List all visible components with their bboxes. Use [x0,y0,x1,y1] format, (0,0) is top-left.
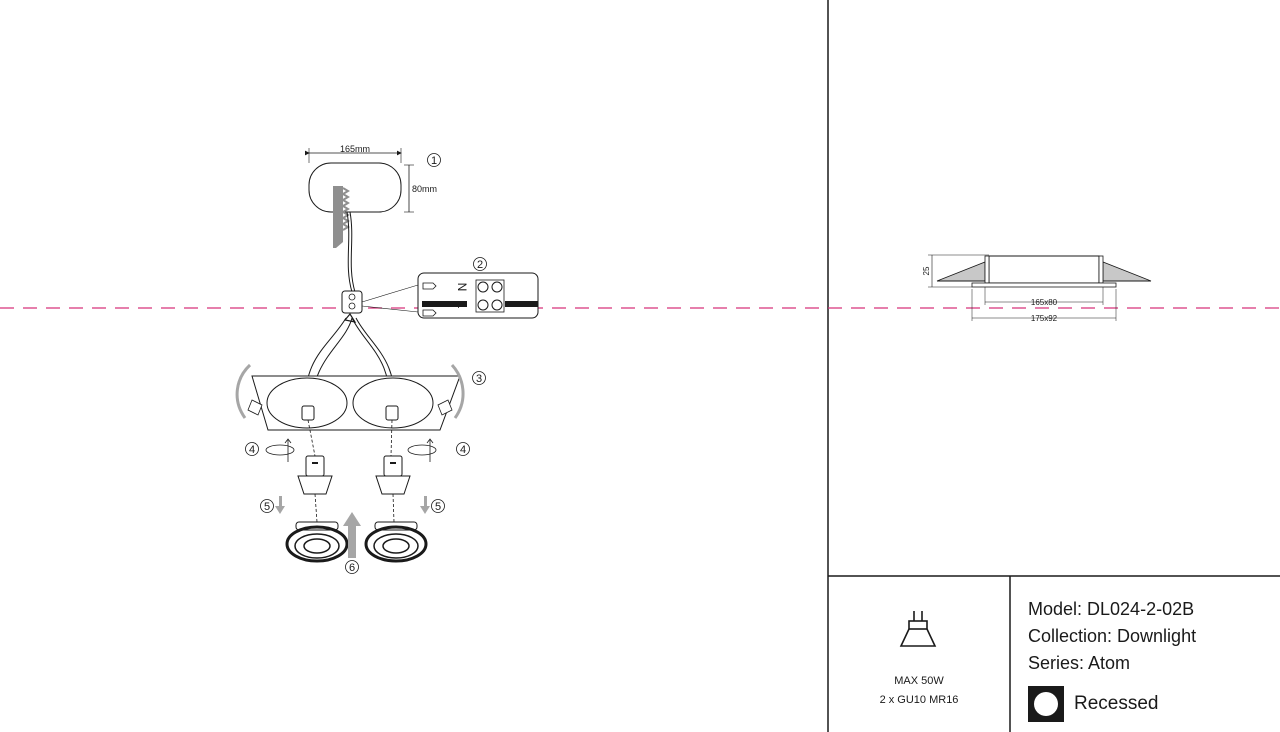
ceiling-cutout: 165mm 80mm [305,144,437,213]
installation-diagram: 165mm 80mm [235,144,539,574]
mount-type-label: Recessed [1074,693,1159,714]
terminal-label-n: N [455,283,469,292]
step-2-label: 2 [477,259,483,271]
step-4-left-label: 4 [249,444,255,456]
terminal-label-l: L [455,302,469,309]
step-3-label: 3 [476,373,482,385]
series-label: Series: Atom [1028,653,1131,673]
step-1-label: 1 [431,155,437,167]
bulb-type-label: 2 x GU10 MR16 [879,694,959,706]
bulb-right [375,455,411,495]
saw-icon [333,186,350,248]
bulb-spec: MAX 50W 2 x GU10 MR16 [829,672,1009,710]
lamp-bulb-icon [899,611,937,647]
side-view-drawing: 25 165x80 175x92 [922,254,1152,323]
panel-borders [827,0,1280,732]
power-cable [346,211,353,293]
max-power-label: MAX 50W [894,675,944,687]
inner-size-label: 165x80 [1031,298,1058,307]
cutout-height-label: 80mm [412,184,437,194]
height-label: 25 [922,266,931,275]
push-arrows [275,496,430,514]
trim-ring-right [364,521,428,563]
model-label: Model: DL024-2-02B [1028,599,1195,619]
cutout-width-label: 165mm [340,144,370,154]
step-5-right-label: 5 [435,501,441,513]
step-markers [245,153,487,574]
step-6-label: 6 [349,562,355,574]
insert-arrow [343,512,361,558]
step-5-left-label: 5 [264,501,270,513]
terminal-connector [341,284,419,323]
bulb-left [297,455,333,495]
outer-size-label: 175x92 [1031,314,1058,323]
terminal-detail: N L [417,272,539,319]
recessed-circle-icon [1028,686,1064,722]
step-4-right-label: 4 [460,444,466,456]
rotate-arrows [265,438,437,462]
product-info: Model: DL024-2-02B Collection: Downlight… [1028,596,1278,677]
fixture-frame [235,363,465,431]
collection-label: Collection: Downlight [1028,626,1197,646]
mount-type-row: Recessed [1028,686,1159,722]
trim-ring-left [285,521,349,563]
